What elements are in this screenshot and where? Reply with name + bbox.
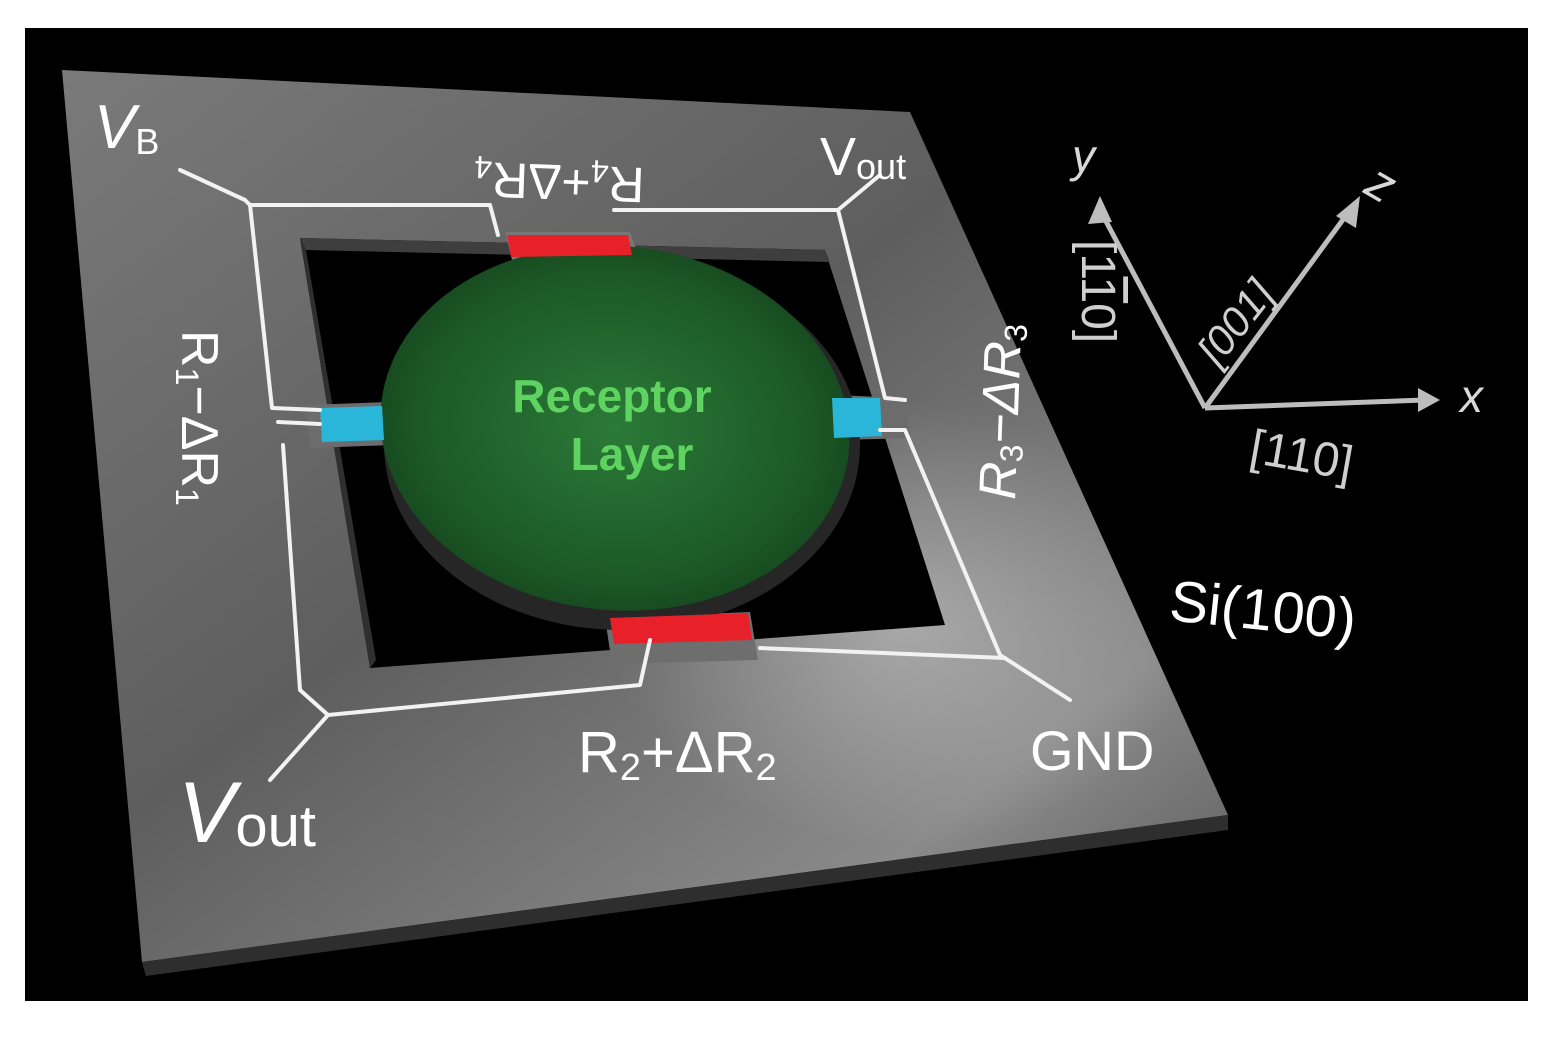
receptor-layer-disc (380, 245, 850, 611)
resistor-r4 (507, 235, 632, 257)
svg-text:R1−ΔR1: R1−ΔR1 (169, 330, 228, 506)
direction-y-label: [110] (1071, 240, 1124, 343)
r3-label: R3−ΔR3 (969, 323, 1034, 501)
wiring (178, 168, 1072, 782)
r2-label: R2+ΔR2 (578, 720, 777, 789)
y-arrowhead (1088, 196, 1112, 224)
resistor-r1 (320, 406, 384, 442)
receptor-label-line1: Receptor (512, 370, 711, 422)
resistor-r3 (832, 398, 882, 438)
z-arrowhead (1336, 196, 1360, 228)
resistor-r2 (610, 613, 752, 644)
svg-text:R4+ΔR4: R4+ΔR4 (473, 149, 645, 213)
r4-label: R4+ΔR4 (473, 149, 646, 213)
axis-y-label: y (1069, 130, 1098, 182)
gnd-label: GND (1030, 719, 1154, 782)
vout-top-label: Vout (820, 127, 906, 187)
receptor-label-line2: Layer (571, 428, 694, 480)
svg-text:R3−ΔR3: R3−ΔR3 (969, 323, 1034, 501)
svg-text:[110]: [110] (1071, 240, 1124, 343)
crystal-axes (1097, 208, 1426, 411)
r1-label: R1−ΔR1 (169, 330, 228, 506)
vout-bottom-label: Vout (178, 765, 316, 861)
x-arrowhead (1418, 388, 1440, 412)
vb-label: VB (94, 93, 159, 162)
substrate-edge (142, 815, 1228, 976)
axis-x-label: x (1458, 370, 1485, 422)
